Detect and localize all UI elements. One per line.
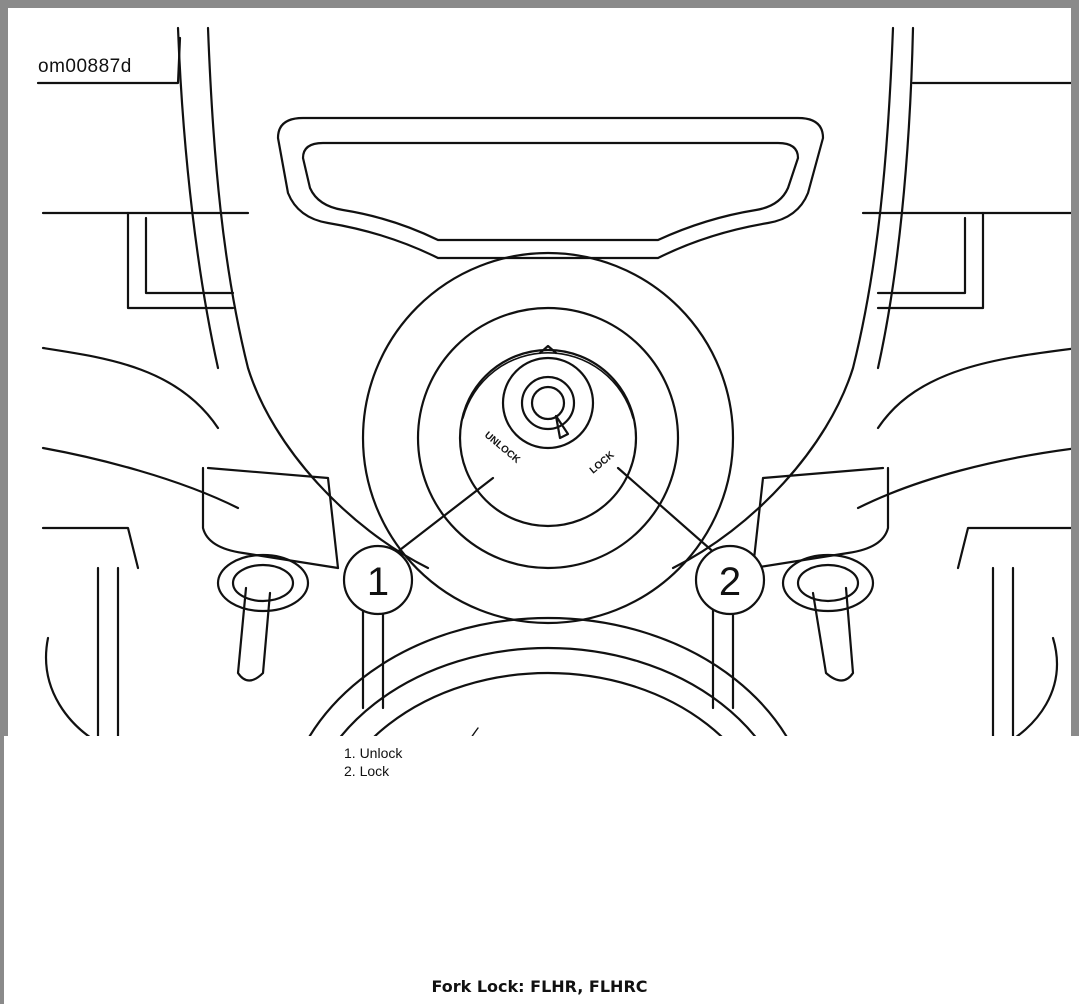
- leader-line-lock: [616, 466, 728, 565]
- leader-line-unlock: [381, 476, 495, 565]
- fork-lock-illustration: 1 2 UNLOCK LOCK: [36, 26, 1071, 736]
- figure-frame: 1 2 UNLOCK LOCK om00887d: [0, 0, 1079, 736]
- switch-marking-lock: LOCK: [588, 449, 617, 476]
- figure-id-label: om00887d: [38, 56, 132, 77]
- callout-number-1: 1: [367, 560, 389, 604]
- callout-2: 2: [694, 544, 766, 616]
- figure-caption: Fork Lock: FLHR, FLHRC: [431, 977, 648, 996]
- callout-number-2: 2: [719, 560, 741, 604]
- legend-item: 2. Lock: [344, 763, 390, 779]
- left-rule: [0, 736, 4, 1004]
- callout-1: 1: [342, 544, 414, 616]
- legend: 1. Unlock 2. Lock: [344, 744, 402, 780]
- legend-item: 1. Unlock: [344, 745, 403, 761]
